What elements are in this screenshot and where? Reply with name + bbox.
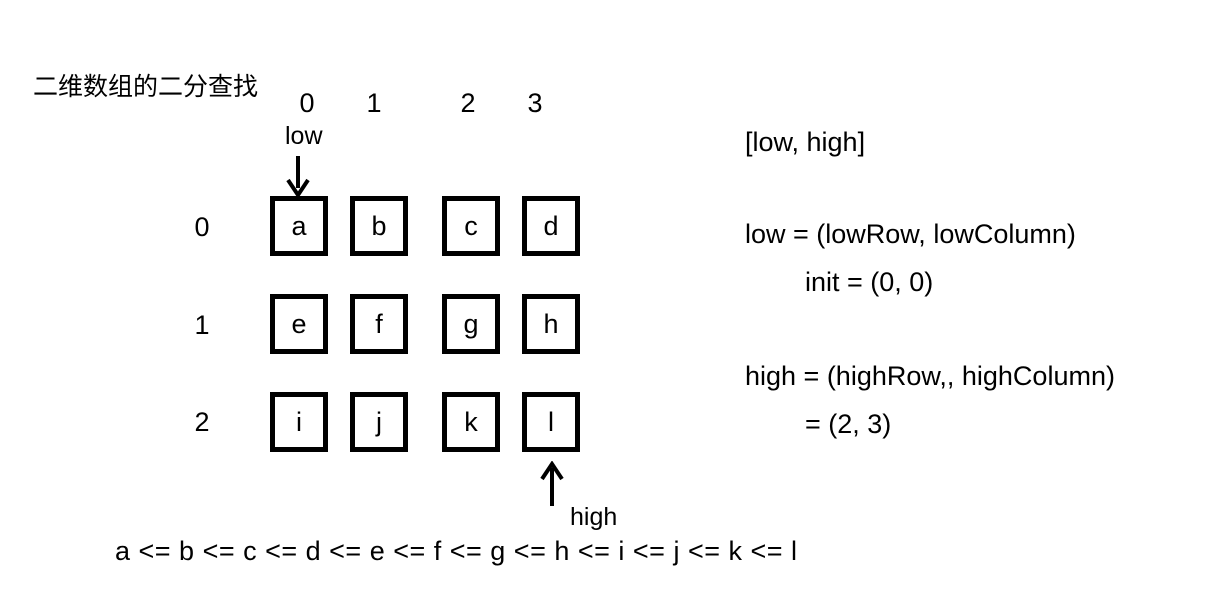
column-header-1: 1 [366, 88, 382, 118]
cell-value: k [464, 407, 478, 437]
low-arrow-shaft [296, 156, 300, 188]
low-arrow-head-icon [286, 178, 310, 198]
column-header-2: 2 [460, 88, 476, 118]
high-definition: high = (highRow,, highColumn) [745, 361, 1115, 391]
grid-cell-1-2[interactable]: g [442, 294, 500, 354]
grid-cell-0-2[interactable]: c [442, 196, 500, 256]
cell-value: a [291, 211, 307, 241]
cell-value: b [371, 211, 387, 241]
cell-value: h [543, 309, 559, 339]
cell-value: i [296, 407, 302, 437]
high-arrow-shaft [550, 468, 554, 506]
cell-value: j [376, 407, 382, 437]
grid-cell-2-3[interactable]: l [522, 392, 580, 452]
column-header-0: 0 [299, 88, 315, 118]
grid-cell-0-0[interactable]: a [270, 196, 328, 256]
grid-cell-2-1[interactable]: j [350, 392, 408, 452]
grid-cell-1-3[interactable]: h [522, 294, 580, 354]
cell-value: g [463, 309, 479, 339]
grid-cell-0-3[interactable]: d [522, 196, 580, 256]
cell-value: l [548, 407, 554, 437]
row-header-1: 1 [194, 310, 210, 340]
high-value: = (2, 3) [805, 409, 892, 439]
grid-cell-1-1[interactable]: f [350, 294, 408, 354]
grid-cell-2-0[interactable]: i [270, 392, 328, 452]
ordering-chain: a <= b <= c <= d <= e <= f <= g <= h <= … [115, 536, 798, 566]
row-header-2: 2 [194, 407, 210, 437]
page-title: 二维数组的二分查找 [33, 73, 259, 101]
row-header-0: 0 [194, 212, 210, 242]
low-definition: low = (lowRow, lowColumn) [745, 219, 1076, 249]
cell-value: e [291, 309, 307, 339]
grid-cell-2-2[interactable]: k [442, 392, 500, 452]
cell-value: c [464, 211, 478, 241]
low-init-value: init = (0, 0) [805, 267, 934, 297]
grid-cell-1-0[interactable]: e [270, 294, 328, 354]
grid-cell-0-1[interactable]: b [350, 196, 408, 256]
range-notation: [low, high] [745, 127, 866, 157]
high-pointer-label: high [570, 503, 618, 531]
cell-value: d [543, 211, 559, 241]
cell-value: f [375, 309, 383, 339]
high-arrow-head-icon [540, 461, 564, 481]
column-header-3: 3 [527, 88, 543, 118]
low-pointer-label: low [285, 122, 323, 150]
